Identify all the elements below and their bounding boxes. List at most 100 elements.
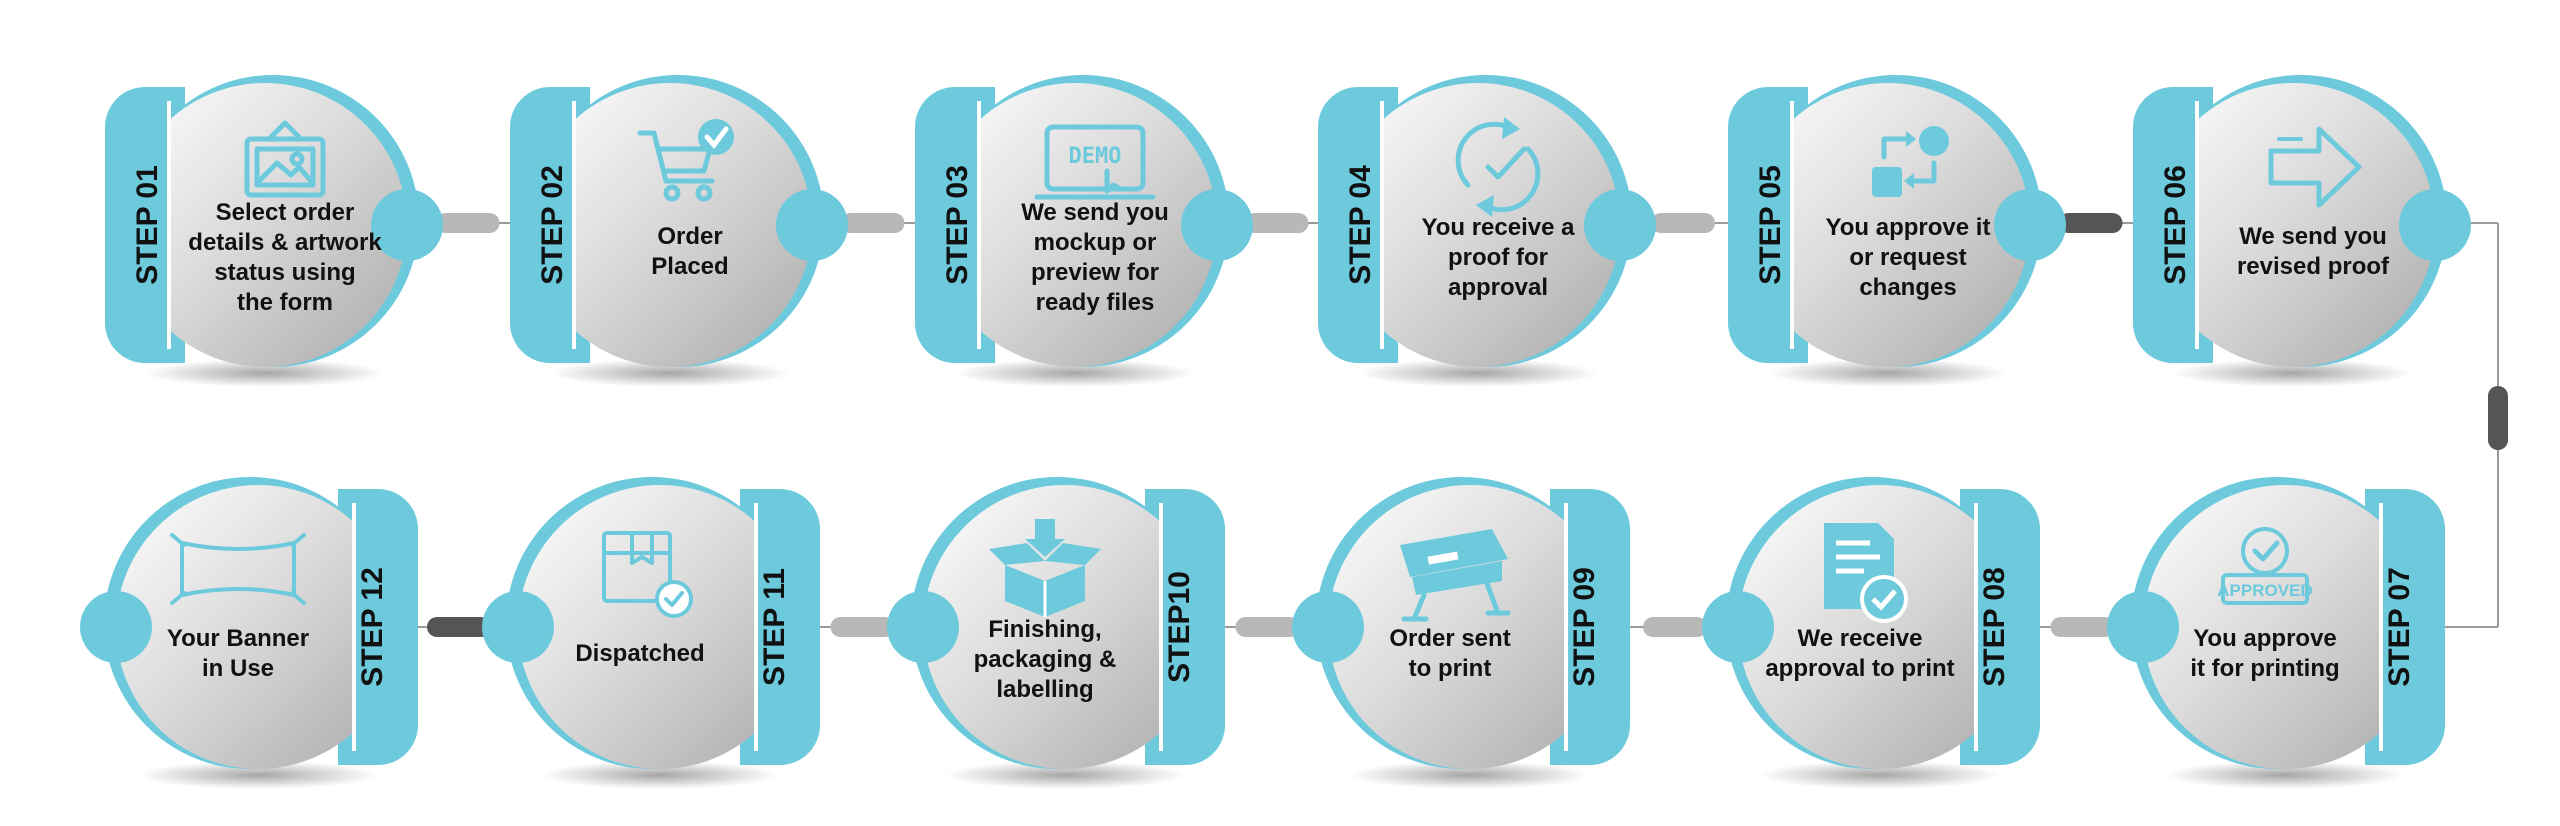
step-label: STEP 08 [1978, 567, 2011, 687]
step-disc [2143, 485, 2381, 769]
step-description-line: changes [1859, 274, 1956, 301]
connector-notch [1584, 189, 1656, 261]
connector-notch [2399, 189, 2471, 261]
connector-notch [1292, 591, 1364, 663]
connector-notch [1994, 189, 2066, 261]
step-description-line: to print [1409, 655, 1492, 682]
step-card: STEP 05 You approve it or request changes [1728, 75, 2066, 387]
connector-notch [80, 591, 152, 663]
connector-pill [427, 617, 491, 637]
steps: STEP 01 Select order details & artwork stat… [80, 75, 2471, 789]
step-description-line: Select order [216, 199, 355, 226]
step-disc [1328, 485, 1566, 769]
step-description-line: approval [1448, 274, 1548, 301]
connector-pill [1643, 617, 1707, 637]
step-label: STEP 07 [2383, 567, 2416, 687]
step-card: STEP 01 Select order details & artwork stat… [105, 75, 443, 387]
card-shadow [2173, 359, 2413, 387]
step-label: STEP 05 [1754, 165, 1787, 285]
step-disc [574, 83, 812, 367]
card-shadow [955, 359, 1195, 387]
connector-notch [2107, 591, 2179, 663]
connector-notch [776, 189, 848, 261]
step-description: Finishing,packaging &labelling [974, 616, 1117, 703]
step-description-line: revised proof [2237, 253, 2390, 280]
step-label: STEP 02 [536, 165, 569, 285]
step-description-line: or request [1849, 244, 1966, 271]
document-check-icon [1824, 523, 1908, 623]
step-description-line: We receive [1798, 625, 1923, 652]
banner-icon [170, 533, 306, 605]
step-label: STEP 03 [941, 165, 974, 285]
box-download-icon [989, 519, 1101, 617]
approved-stamp-label: APPROVED [2217, 581, 2312, 600]
connector-pill [2050, 617, 2115, 637]
card-shadow [1768, 359, 2008, 387]
arrow-right-icon [2268, 126, 2362, 208]
step-disc [169, 83, 407, 367]
card-shadow [550, 359, 790, 387]
step-description-line: preview for [1031, 259, 1159, 286]
step-label: STEP 01 [131, 165, 164, 285]
step-description-line: labelling [996, 676, 1093, 703]
connector-pill [1244, 213, 1309, 233]
step-description: You receive a proof for approval [1422, 214, 1576, 301]
step-label: STEP10 [1163, 571, 1196, 683]
workflow-icon [1872, 126, 1949, 197]
step-description-line: ready files [1036, 289, 1155, 316]
card-shadow [138, 761, 378, 789]
step-disc [979, 83, 1217, 367]
step-description-line: You approve it [1826, 214, 1991, 241]
step-disc [2197, 83, 2435, 367]
connector-notch [371, 189, 443, 261]
step-description: Select order details & artwork status usin… [188, 199, 382, 316]
step-description-line: details & artwork [188, 229, 382, 256]
step-disc [518, 485, 756, 769]
connector-pill-vertical [2488, 386, 2508, 450]
card-shadow [145, 359, 385, 387]
step-description-line: proof for [1448, 244, 1548, 271]
step-description-line: Finishing, [988, 616, 1101, 643]
demo-laptop-icon: DEMO [1034, 124, 1156, 200]
connector-notch [482, 591, 554, 663]
connector-pill [1651, 213, 1715, 233]
card-shadow [1760, 761, 2000, 789]
step-description-line: the form [237, 289, 333, 316]
package-check-icon [602, 531, 693, 618]
step-description-line: You approve [2193, 625, 2337, 652]
framed-picture-icon [244, 120, 326, 198]
connector-pill [830, 617, 895, 637]
cart-check-icon [637, 119, 734, 202]
connectors [388, 213, 2508, 637]
approved-stamp-icon: APPROVED [2217, 527, 2313, 605]
card-shadow [540, 761, 780, 789]
connector-pill [435, 213, 500, 233]
connector-notch [1181, 189, 1253, 261]
step-label: STEP 12 [356, 567, 389, 687]
step-description-line: We send you [2239, 223, 2387, 250]
step-disc [1382, 83, 1620, 367]
step-disc [1738, 485, 1976, 769]
step-description-line: Order [657, 223, 722, 250]
step-description-line: Placed [651, 253, 728, 280]
step-label: STEP 09 [1568, 567, 1601, 687]
card-shadow [1350, 761, 1590, 789]
step-description-line: You receive a [1422, 214, 1576, 241]
card-shadow [945, 761, 1185, 789]
step-label: STEP 04 [1344, 165, 1377, 285]
step-description: Dispatched [575, 640, 704, 667]
step-description-line: Your Banner [167, 625, 309, 652]
printer-icon [1400, 529, 1511, 622]
step-description-line: status using [214, 259, 355, 286]
